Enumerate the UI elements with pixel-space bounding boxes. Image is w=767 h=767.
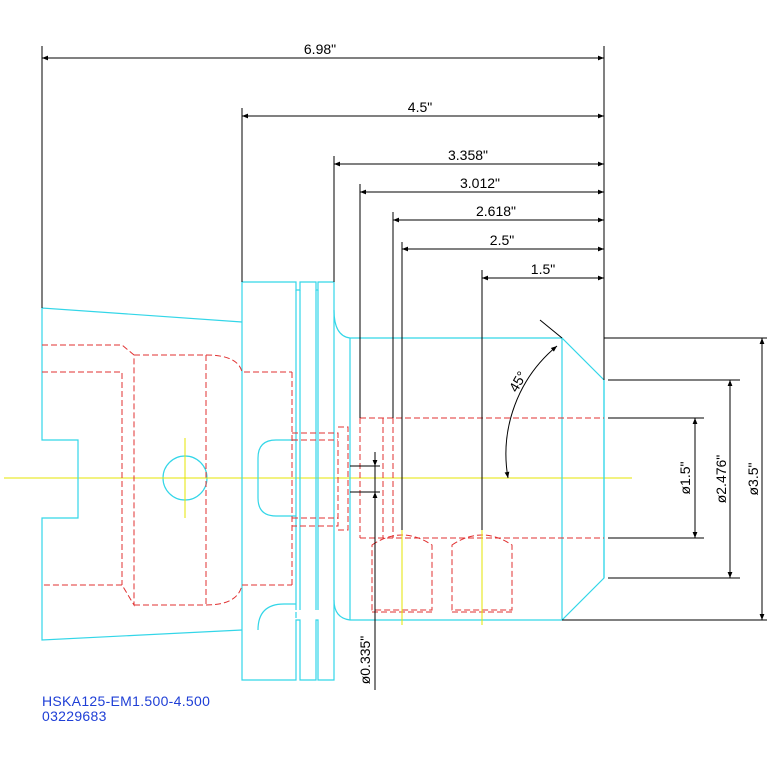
dim-chamfer-angle: 45° <box>505 368 529 394</box>
holder-outline <box>41 281 605 681</box>
dimension-lines <box>41 46 767 690</box>
dim-3358: 3.358" <box>448 147 488 163</box>
item-code: 03229683 <box>42 708 107 724</box>
dim-nose-diameter: ø3.5" <box>745 462 761 495</box>
dim-flange-to-end: 4.5" <box>408 99 432 115</box>
dim-3012: 3.012" <box>460 175 500 191</box>
title-block: HSKA125-EM1.500-4.500 03229683 <box>42 694 210 724</box>
dim-body-diameter: ø2.476" <box>713 455 729 504</box>
dim-overall-length: 6.98" <box>304 41 336 57</box>
dim-15: 1.5" <box>531 261 555 277</box>
dim-screw-diameter: ø0.335" <box>357 636 373 685</box>
part-number: HSKA125-EM1.500-4.500 <box>42 693 211 709</box>
dim-2618: 2.618" <box>476 203 516 219</box>
screw-centerlines <box>160 438 483 625</box>
dim-bore-diameter: ø1.5" <box>677 461 693 494</box>
dim-25: 2.5" <box>490 232 514 248</box>
